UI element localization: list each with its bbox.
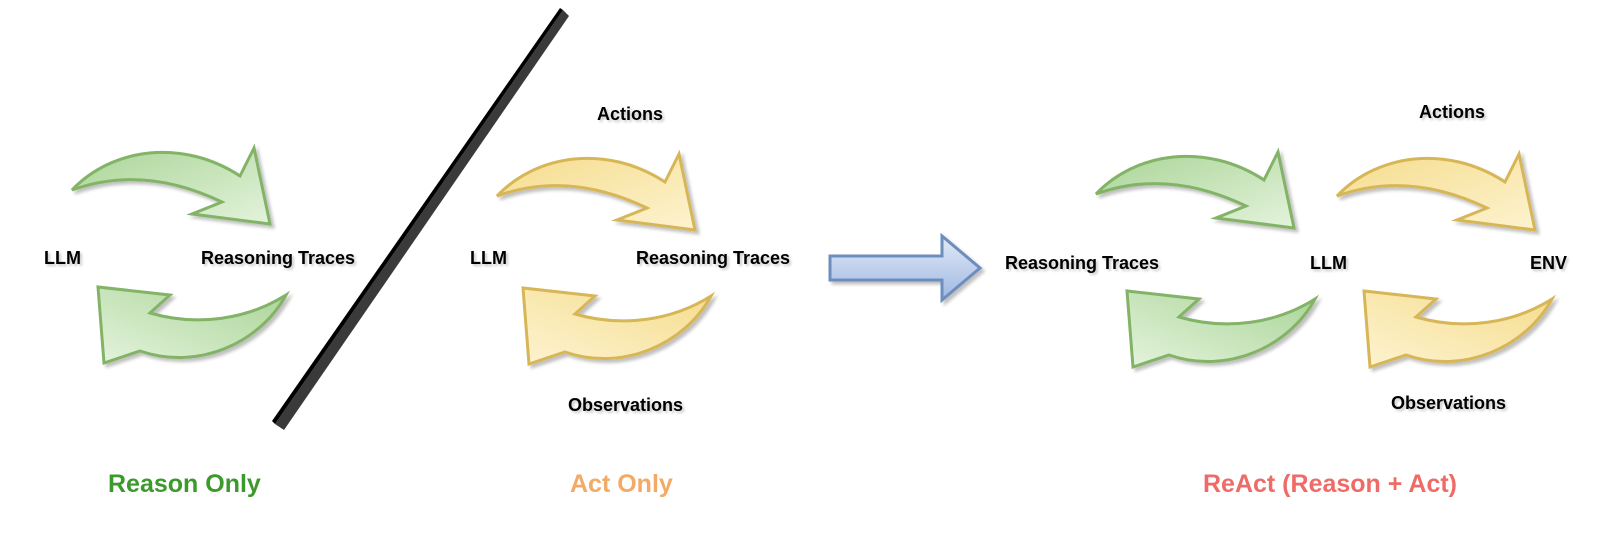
act-only-caption: Act Only [570,470,673,498]
react-caption: ReAct (Reason + Act) [1203,470,1457,498]
act-only-observations-label: Observations [568,395,683,415]
react-section: Reasoning Traces LLM ENV Actions Observa… [1005,102,1567,498]
react-reasoning-top-curved-arrow [1094,150,1296,230]
reason-only-caption: Reason Only [108,470,261,498]
react-observations-bottom-curved-arrow [1362,289,1554,369]
reason-only-section: LLM Reasoning Traces Reason Only [44,146,355,498]
transition-arrow [828,232,983,304]
react-reasoning-bottom-curved-arrow [1125,289,1317,369]
reason-only-bottom-curved-arrow [96,285,288,365]
act-only-reasoning-traces-label: Reasoning Traces [636,248,790,268]
react-llm-label: LLM [1310,253,1347,273]
act-only-actions-label: Actions [597,104,663,124]
react-actions-top-curved-arrow [1335,152,1537,232]
reason-only-reasoning-traces-label: Reasoning Traces [201,248,355,268]
divider-slash [272,8,569,430]
react-observations-label: Observations [1391,393,1506,413]
reason-only-top-curved-arrow [70,146,272,226]
act-only-bottom-curved-arrow [521,286,713,366]
act-only-top-curved-arrow [495,152,697,232]
react-actions-label: Actions [1419,102,1485,122]
react-reasoning-traces-label: Reasoning Traces [1005,253,1159,273]
act-only-llm-label: LLM [470,248,507,268]
react-env-label: ENV [1530,253,1567,273]
reason-only-llm-label: LLM [44,248,81,268]
act-only-section: Actions LLM Reasoning Traces Observation… [470,104,790,498]
